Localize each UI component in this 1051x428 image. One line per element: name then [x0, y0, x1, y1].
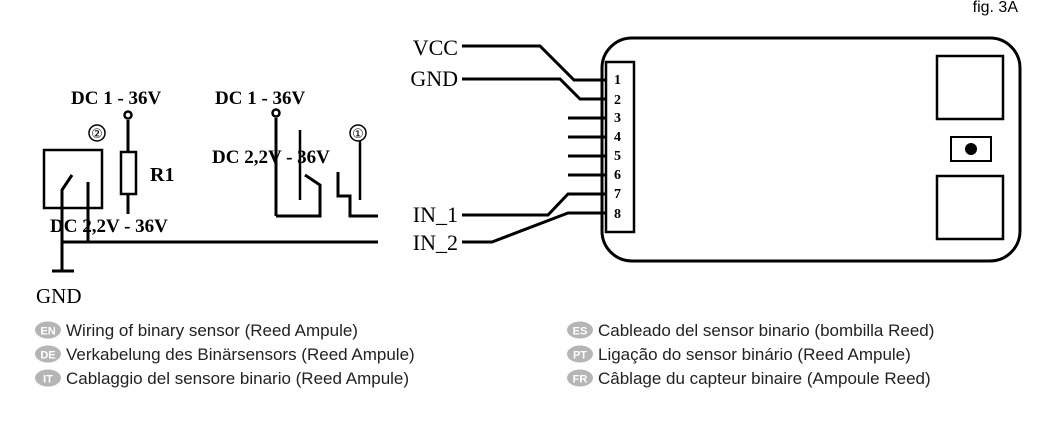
- pin-6: 6: [614, 168, 621, 183]
- wire-in2: [462, 211, 606, 244]
- badge-pt-code: PT: [573, 350, 587, 362]
- module-housing: [600, 36, 1022, 263]
- wire-gnd: [462, 77, 606, 101]
- legend-en-text: Wiring of binary sensor (Reed Ampule): [66, 321, 358, 340]
- signal-labels: VCC GND IN_1 IN_2: [410, 35, 458, 255]
- legend-pt-text: Ligação do sensor binário (Reed Ampule): [598, 345, 911, 364]
- label-gnd: GND: [410, 66, 458, 91]
- pin-7: 7: [614, 187, 621, 202]
- legend-item-en: EN Wiring of binary sensor (Reed Ampule): [35, 321, 358, 340]
- terminal-dot-2: [123, 110, 133, 120]
- voltage-label-1: DC 2,2V - 36V: [212, 147, 330, 168]
- badge-fr: [567, 369, 593, 387]
- legend-it-text: Cablaggio del sensore binario (Reed Ampu…: [66, 369, 409, 388]
- language-legend: EN Wiring of binary sensor (Reed Ampule)…: [35, 321, 934, 388]
- pin-1: 1: [614, 73, 621, 88]
- module-window-bottom: [935, 174, 1005, 241]
- legend-item-es: ES Cableado del sensor binario (bombilla…: [567, 321, 934, 340]
- module-device: [600, 36, 1022, 263]
- badge-de-code: DE: [40, 350, 55, 362]
- module-button: [950, 136, 992, 162]
- legend-de-text: Verkabelung des Binärsensors (Reed Ampul…: [66, 345, 415, 364]
- badge-pt: [567, 345, 593, 363]
- pin-4: 4: [614, 130, 621, 145]
- sensor-circuit-2: [42, 120, 378, 273]
- badge-fr-code: FR: [573, 374, 588, 386]
- marker-2: ②: [91, 126, 103, 141]
- legend-item-fr: FR Câblage du capteur binaire (Ampoule R…: [567, 369, 931, 388]
- supply-label-1: DC 1 - 36V: [215, 88, 306, 109]
- reed-contact-1b: [336, 172, 378, 218]
- supply-label-2: DC 1 - 36V: [71, 88, 162, 109]
- sensor-circuit-1: [271, 108, 378, 218]
- pin-3: 3: [614, 111, 621, 126]
- badge-en-code: EN: [40, 326, 55, 338]
- label-vcc: VCC: [413, 35, 458, 60]
- terminal-dot-1: [271, 108, 281, 118]
- badge-it-code: IT: [43, 374, 53, 386]
- label-in2: IN_2: [413, 230, 458, 255]
- module-button-dot: [965, 143, 977, 155]
- badge-es: [567, 321, 593, 339]
- reed-contact-1a: [276, 173, 322, 218]
- badge-es-code: ES: [573, 326, 588, 338]
- marker-1: ①: [352, 126, 364, 141]
- wire-vcc: [462, 44, 606, 82]
- marker-circle-1: [349, 124, 367, 142]
- legend-item-de: DE Verkabelung des Binärsensors (Reed Am…: [35, 345, 415, 364]
- terminal-block: [604, 60, 636, 234]
- legend-item-pt: PT Ligação do sensor binário (Reed Ampul…: [567, 345, 911, 364]
- badge-en: [35, 321, 61, 339]
- pin-2: 2: [614, 93, 621, 108]
- label-in1: IN_1: [413, 202, 458, 227]
- badge-it: [35, 369, 61, 387]
- reed-switch-box-2: [42, 148, 104, 210]
- reed-contact-2a: [60, 174, 74, 210]
- figure-label: fig. 3A: [973, 0, 1019, 16]
- pin-8: 8: [614, 207, 621, 222]
- legend-fr-text: Câblage du capteur binaire (Ampoule Reed…: [598, 369, 931, 388]
- legend-es-text: Cableado del sensor binario (bombilla Re…: [598, 321, 934, 340]
- badge-de: [35, 345, 61, 363]
- marker-circle-2: [88, 124, 106, 142]
- resistor-label: R1: [150, 164, 174, 186]
- pin-wires: [462, 44, 606, 244]
- pin-5: 5: [614, 149, 621, 164]
- legend-item-it: IT Cablaggio del sensore binario (Reed A…: [35, 369, 409, 388]
- pin-labels: 1 2 3 4 5 6 7 8: [614, 73, 621, 222]
- resistor-r1: [119, 150, 138, 196]
- ground-label: GND: [36, 284, 82, 308]
- voltage-label-2: DC 2,2V - 36V: [50, 216, 168, 237]
- module-window-top: [935, 54, 1005, 121]
- wire-in1: [462, 192, 606, 217]
